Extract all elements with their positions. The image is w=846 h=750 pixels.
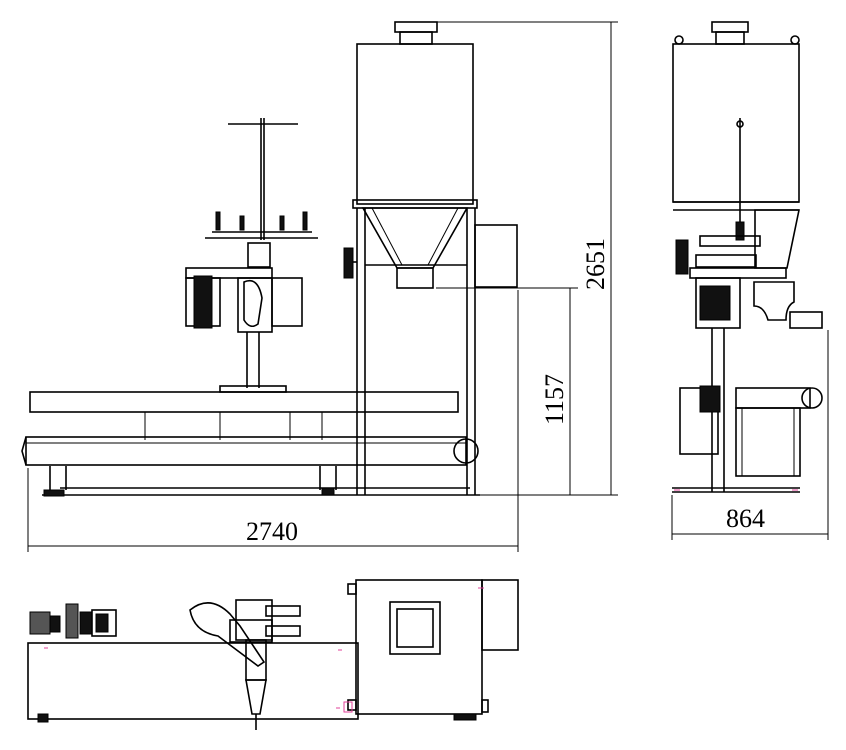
front-width-dimension: 2740 [27,290,519,552]
discharge-height-dimension: 1157 [436,287,578,496]
total-height-label: 2651 [581,238,610,290]
top-view [27,579,519,730]
discharge-height-label: 1157 [540,374,569,425]
side-width-dimension: 864 [671,330,829,540]
side-width-label: 864 [726,504,765,533]
total-height-dimension: 2651 [437,21,618,496]
front-width-label: 2740 [246,517,298,546]
front-view [21,21,518,497]
side-view [672,21,823,493]
